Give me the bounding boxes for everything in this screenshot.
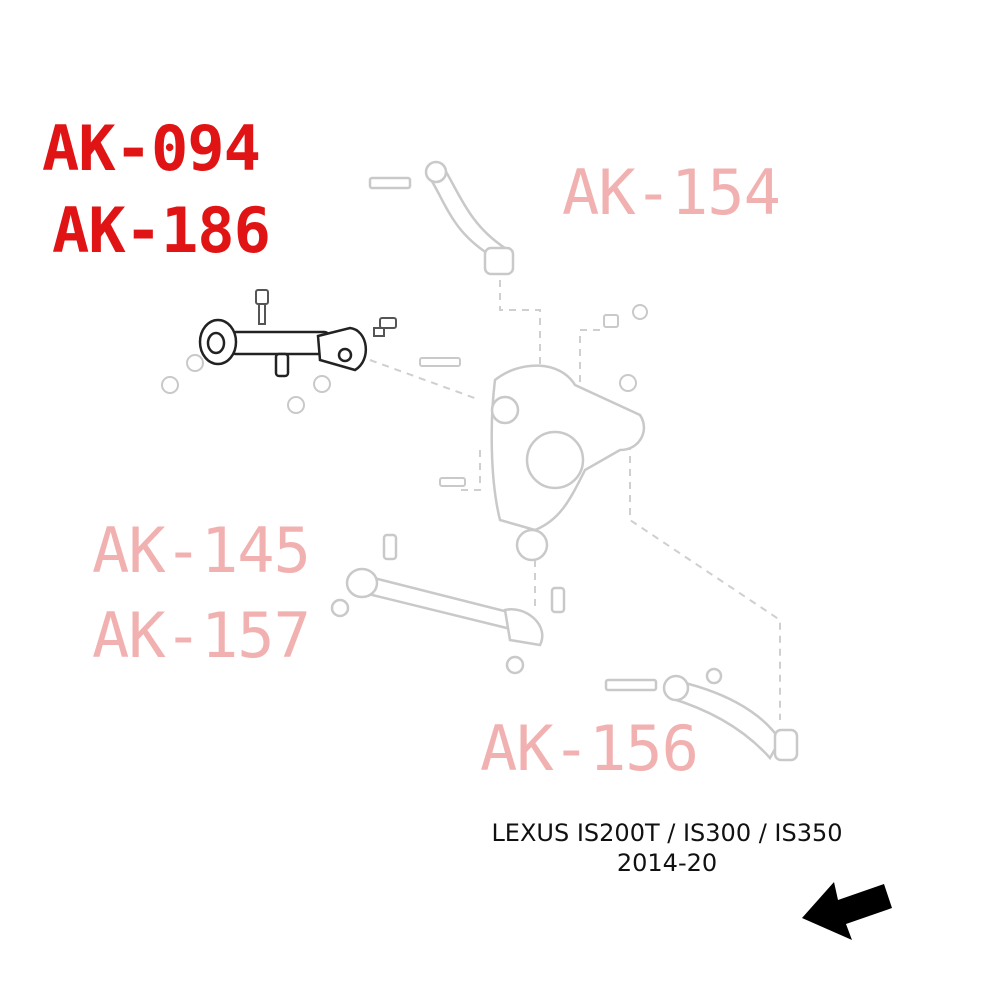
- arrow-left-down-icon: [802, 882, 892, 940]
- part-label-ak145: AK-145: [92, 514, 311, 587]
- part-label-ak186: AK-186: [52, 194, 271, 267]
- part-label-ak154: AK-154: [562, 156, 781, 229]
- part-label-ak157: AK-157: [92, 599, 311, 672]
- toe-arm-hardware: [255, 289, 397, 337]
- lower-arm-ak145: [330, 533, 566, 675]
- vehicle-caption: LEXUS IS200T / IS300 / IS350 2014-20: [437, 818, 897, 878]
- lower-control-arm-ak156: [604, 667, 799, 762]
- part-label-ak094: AK-094: [42, 112, 261, 185]
- upper-arm-ak154: [368, 160, 515, 276]
- guide-lines: [369, 280, 781, 720]
- knuckle: [490, 364, 646, 562]
- faded-nuts-left: [161, 304, 648, 487]
- part-label-ak156: AK-156: [480, 712, 699, 785]
- vehicle-years: 2014-20: [616, 849, 718, 877]
- vehicle-model: LEXUS IS200T / IS300 / IS350: [491, 819, 843, 847]
- toe-arm-ak094: [198, 318, 368, 378]
